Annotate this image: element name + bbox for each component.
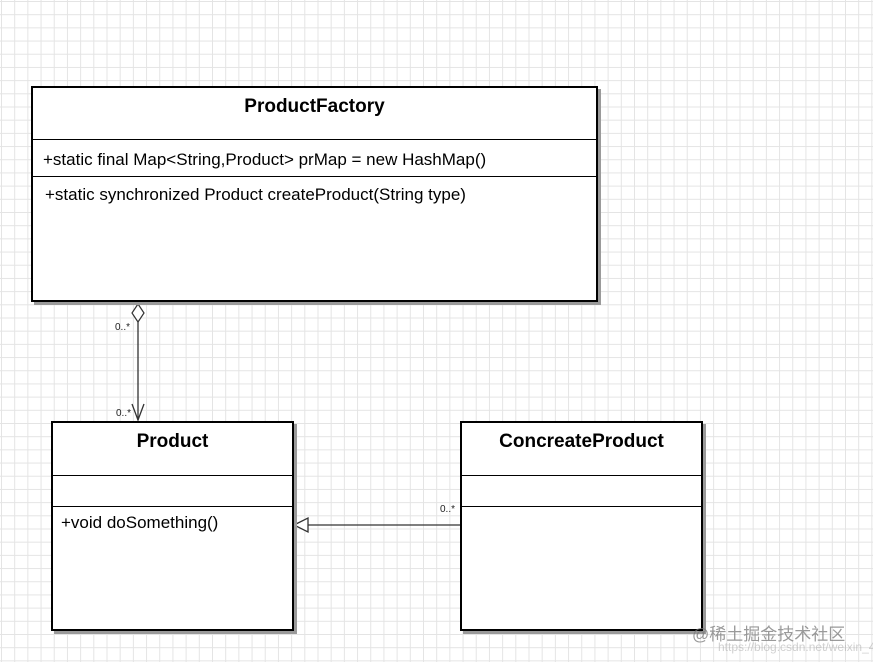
aggregation-source-multiplicity: 0..* — [115, 322, 131, 333]
class-name: Product — [53, 423, 292, 476]
generalization-triangle — [292, 516, 309, 534]
watermark-url: https://blog.csdn.net/weixin_44... — [718, 640, 873, 654]
class-name: ConcreateProduct — [462, 423, 701, 476]
class-attributes — [462, 476, 701, 507]
class-operations: +static synchronized Product createProdu… — [33, 177, 596, 205]
attribute: +static final Map<String,Product> prMap … — [43, 150, 487, 169]
class-name: ProductFactory — [33, 88, 596, 140]
generalization-connector[interactable] — [292, 516, 464, 534]
class-operations: +void doSomething() — [53, 507, 292, 533]
aggregation-arrowhead — [131, 403, 145, 422]
class-product[interactable]: Product +void doSomething() — [51, 421, 294, 631]
operation: +static synchronized Product createProdu… — [45, 185, 466, 204]
watermark-text: @稀土掘金技术社区 — [692, 625, 846, 644]
operation: +void doSomething() — [61, 513, 219, 532]
class-attributes — [53, 476, 292, 507]
aggregation-diamond — [131, 302, 145, 324]
class-product-factory[interactable]: ProductFactory +static final Map<String,… — [31, 86, 598, 302]
generalization-source-multiplicity: 0..* — [440, 504, 456, 515]
class-concreate-product[interactable]: ConcreateProduct — [460, 421, 703, 631]
aggregation-connector[interactable] — [131, 302, 145, 422]
class-attributes: +static final Map<String,Product> prMap … — [33, 140, 596, 177]
aggregation-target-multiplicity: 0..* — [116, 408, 132, 419]
